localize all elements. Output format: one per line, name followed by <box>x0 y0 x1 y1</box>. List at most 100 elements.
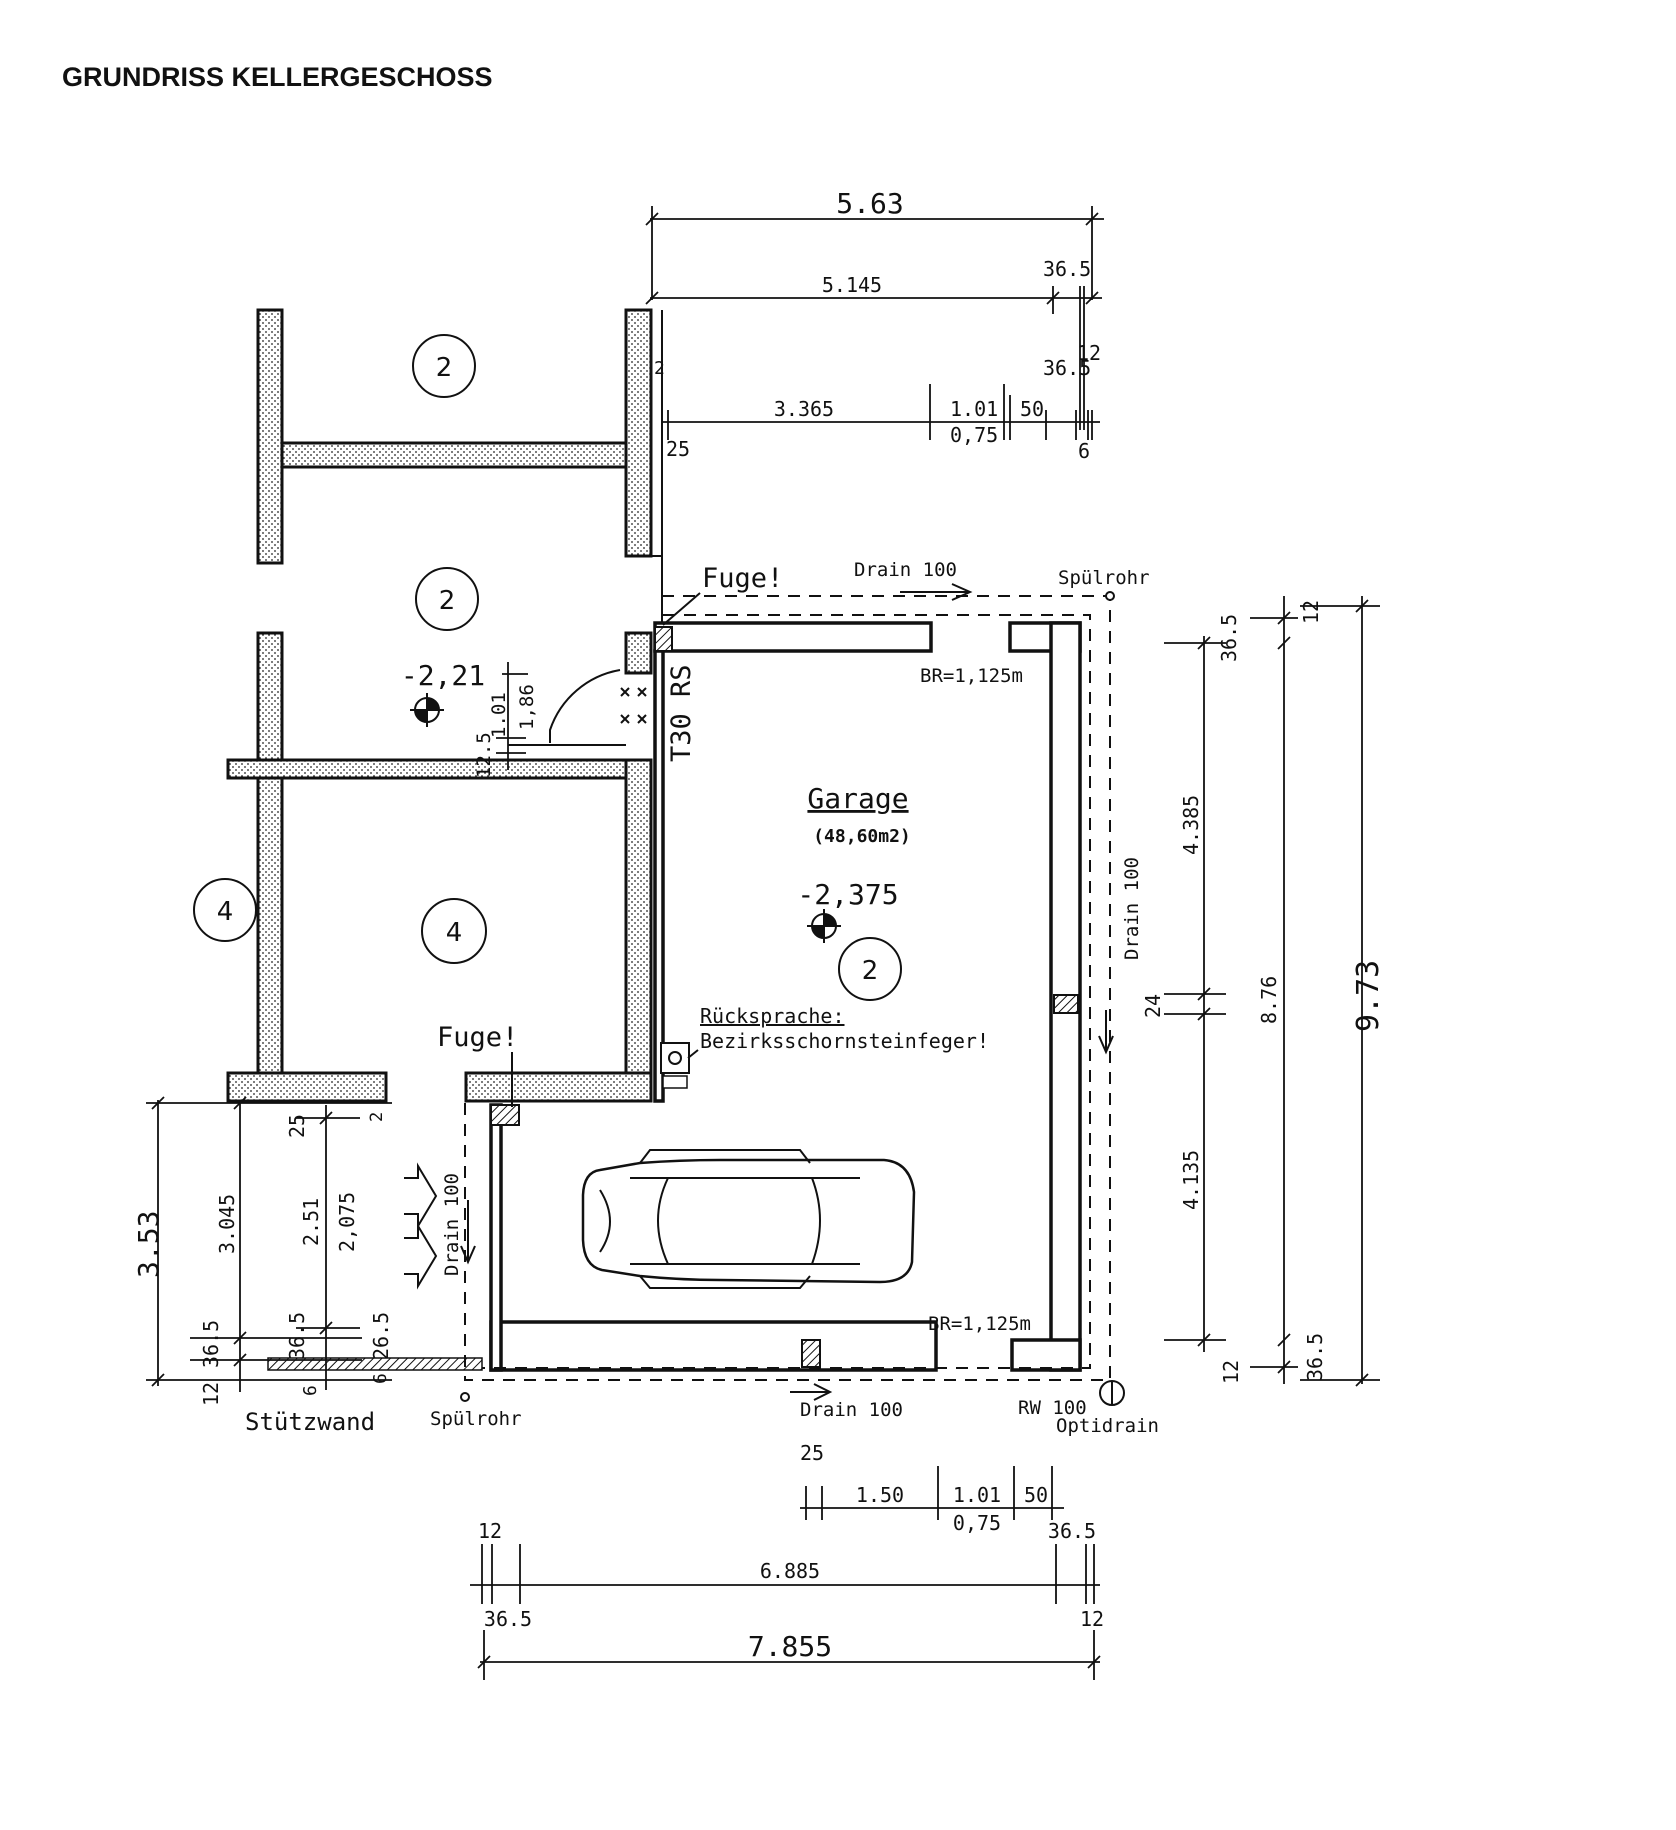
garage-walls <box>267 310 1082 1372</box>
dim-left-265: 26.5 <box>369 1312 393 1360</box>
dim-door-101: 1.01 <box>488 692 510 738</box>
garage-wall-inner-left <box>653 649 665 1103</box>
garage-name: Garage <box>807 782 908 815</box>
dim-bot-7855: 7.855 <box>748 1630 832 1663</box>
badge-circle-5 <box>421 898 487 964</box>
car-body <box>581 1158 916 1284</box>
dim-top-075: 0,75 <box>950 423 998 447</box>
dim-bot-12a: 12 <box>478 1519 502 1543</box>
dim-bot-50: 50 <box>1024 1483 1048 1507</box>
dim-door-125: 12.5 <box>473 732 495 778</box>
joint-hatch-1 <box>654 626 673 652</box>
door-swing-arc <box>549 669 621 743</box>
badge-1: 2 <box>436 353 453 383</box>
garage-wall-top-a <box>653 621 933 653</box>
garage-area: (48,60m2) <box>813 826 911 847</box>
chimney-cleanout <box>662 1075 688 1089</box>
dim-left-2: 2 <box>367 1112 387 1122</box>
garage-level: -2,375 <box>797 878 898 911</box>
badge-5: 4 <box>446 918 463 948</box>
dim-door-186: 1,86 <box>516 684 538 730</box>
wall-horizontal-mid <box>226 758 628 780</box>
drain-label-bottom: Drain 100 <box>800 1399 903 1421</box>
level-marker-upper <box>410 693 444 727</box>
wall-horizontal-upper <box>280 441 628 469</box>
dim-top-6: 6 <box>1078 439 1090 463</box>
spuelrohr-label-top: Spülrohr <box>1058 567 1150 589</box>
car-detail-lines <box>599 1177 860 1265</box>
dim-top-365a: 36.5 <box>1043 257 1091 281</box>
dim-bot-101: 1.01 <box>953 1483 1001 1507</box>
rueck-label: Rücksprache: <box>700 1004 845 1028</box>
dim-top-101: 1.01 <box>950 397 998 421</box>
rueck-leader <box>687 1049 699 1059</box>
dim-right-12b: 12 <box>1219 1360 1243 1384</box>
wall-left-upper <box>256 308 284 565</box>
badge-circle-3 <box>838 937 902 1001</box>
drain-label-right: Drain 100 <box>1121 857 1143 960</box>
dim-left-365b: 36.5 <box>285 1312 309 1360</box>
badge-circle-4 <box>193 878 257 942</box>
dim-bot-12b: 12 <box>1080 1607 1104 1631</box>
rw-label: RW 100 <box>1018 1397 1087 1419</box>
room-badges: 2 2 2 4 4 <box>193 334 902 1001</box>
dim-top-365b: 36.5 <box>1043 356 1091 380</box>
fuge-label-bottom: Fuge! <box>437 1022 518 1053</box>
dim-top-25: 25 <box>666 437 690 461</box>
optidrain-label: Optidrain <box>1056 1415 1159 1437</box>
chimney-box <box>660 1042 690 1074</box>
wall-bottom-left <box>226 1071 388 1103</box>
spuelrohr-label-bottom: Spülrohr <box>430 1408 522 1430</box>
dim-right-4135: 4.135 <box>1179 1150 1203 1210</box>
dim-bot-075: 0,75 <box>953 1511 1001 1535</box>
door-label: T30 RS <box>666 664 697 762</box>
br-label-bottom: BR=1,125m <box>928 1313 1031 1335</box>
dim-top-2: 2 <box>654 358 665 379</box>
stuetzwand-label: Stützwand <box>245 1408 375 1436</box>
fuge-label-top: Fuge! <box>702 563 783 594</box>
drain-arrow-top <box>900 583 973 601</box>
spuelrohr-point-top <box>1105 591 1115 601</box>
dim-left-365a: 36.5 <box>199 1320 223 1368</box>
top-dimensions <box>645 206 1104 440</box>
level-marker-garage <box>807 909 841 943</box>
dim-right-876: 8.76 <box>1257 976 1281 1024</box>
garage-wall-bottom-a <box>489 1320 938 1372</box>
door-t30 <box>508 669 647 746</box>
wall-right-mid <box>624 631 653 675</box>
drain-arrow-right <box>1098 1010 1114 1055</box>
garage-wall-left <box>489 1103 503 1372</box>
rueck-text: Bezirksschornsteinfeger! <box>700 1029 989 1053</box>
drain-label-top: Drain 100 <box>854 559 957 581</box>
dim-left-25: 25 <box>285 1114 309 1138</box>
garage-wall-bottom-b <box>1010 1338 1082 1372</box>
dim-left-6b: 6 <box>370 1373 391 1384</box>
dim-left-251: 2.51 <box>299 1198 323 1246</box>
door-dimensions <box>496 662 528 770</box>
flow-arrow-2 <box>404 1222 438 1290</box>
left-dimensions <box>146 1096 392 1392</box>
car-cabin <box>657 1177 821 1265</box>
dim-top-3365: 3.365 <box>774 397 834 421</box>
spuelrohr-point-bottom <box>460 1392 470 1402</box>
car-symbol <box>581 1149 916 1289</box>
wall-left-lower <box>256 631 284 1075</box>
dim-bot-365b: 36.5 <box>1048 1519 1096 1543</box>
dim-left-3045: 3.045 <box>215 1194 239 1254</box>
drain-arrow-left <box>460 1200 476 1265</box>
drain-outer <box>464 595 1111 1381</box>
joint-hatch-4 <box>801 1339 821 1368</box>
wall-bottom-right <box>464 1071 653 1103</box>
dim-right-4385: 4.385 <box>1179 795 1203 855</box>
drain-label-left: Drain 100 <box>441 1173 463 1276</box>
dim-right-365b: 36.5 <box>1303 1333 1327 1381</box>
dim-right-12a: 12 <box>1299 600 1323 624</box>
badge-3: 2 <box>862 956 879 986</box>
dim-left-6a: 6 <box>300 1385 321 1396</box>
wall-right-lower <box>624 758 653 1080</box>
joint-hatch-3 <box>1053 994 1079 1014</box>
bottom-dimensions <box>470 1466 1101 1680</box>
dim-bot-6885: 6.885 <box>760 1559 820 1583</box>
door-marks <box>620 687 647 724</box>
